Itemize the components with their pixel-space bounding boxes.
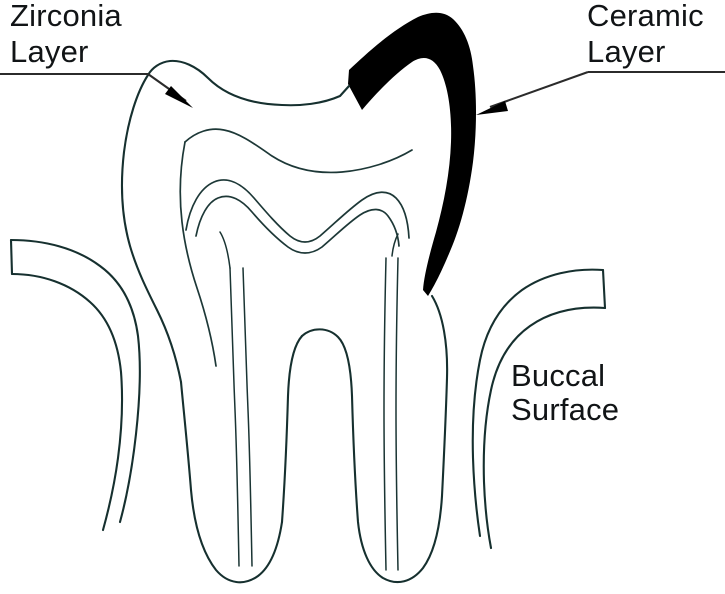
ceramic-veneer-band <box>348 12 476 297</box>
pulp-chamber-outer <box>185 179 410 243</box>
buccal-label-line1: Buccal <box>511 358 605 393</box>
outer-crown-contour <box>146 59 351 107</box>
zirconia-label-line1: Zirconia <box>10 0 122 33</box>
zirconia-arrow-head <box>165 86 193 108</box>
mesial-root-canal-right <box>242 267 253 567</box>
ceramic-leader-diagonal <box>489 71 589 108</box>
zirconia-coping-layer <box>184 128 413 174</box>
ceramic-arrow-head <box>476 101 508 115</box>
gingiva-left-lower <box>10 272 124 532</box>
distal-root-canal-left <box>383 257 387 571</box>
distal-root-canal-right <box>395 257 399 571</box>
zirconia-coping-left-edge <box>179 141 217 367</box>
mesial-root-canal-left <box>229 267 240 567</box>
gingiva-right-end-cap <box>601 268 607 310</box>
distal-root-inner-edge <box>350 394 444 584</box>
gingiva-right-upper <box>471 268 605 538</box>
distal-root-outer-edge <box>430 294 449 498</box>
gingiva-left-upper <box>9 238 141 524</box>
buccal-label-line2: Surface <box>511 392 619 427</box>
gingiva-left-end-cap <box>9 238 14 276</box>
ceramic-label-line2: Layer <box>587 34 666 69</box>
mesial-root-inner-edge <box>280 334 304 524</box>
pulp-chamber-inner <box>195 195 400 254</box>
ceramic-label-line1: Ceramic <box>587 0 704 33</box>
distal-canal-pulp-junction <box>391 233 399 257</box>
crown-left-outer-edge <box>120 73 183 384</box>
gingiva-right-lower <box>482 306 607 550</box>
mesial-canal-pulp-junction <box>219 231 231 269</box>
mesial-root-outer-edge <box>179 380 284 584</box>
root-furcation-arch <box>300 328 354 398</box>
zirconia-label-line2: Layer <box>10 34 89 69</box>
